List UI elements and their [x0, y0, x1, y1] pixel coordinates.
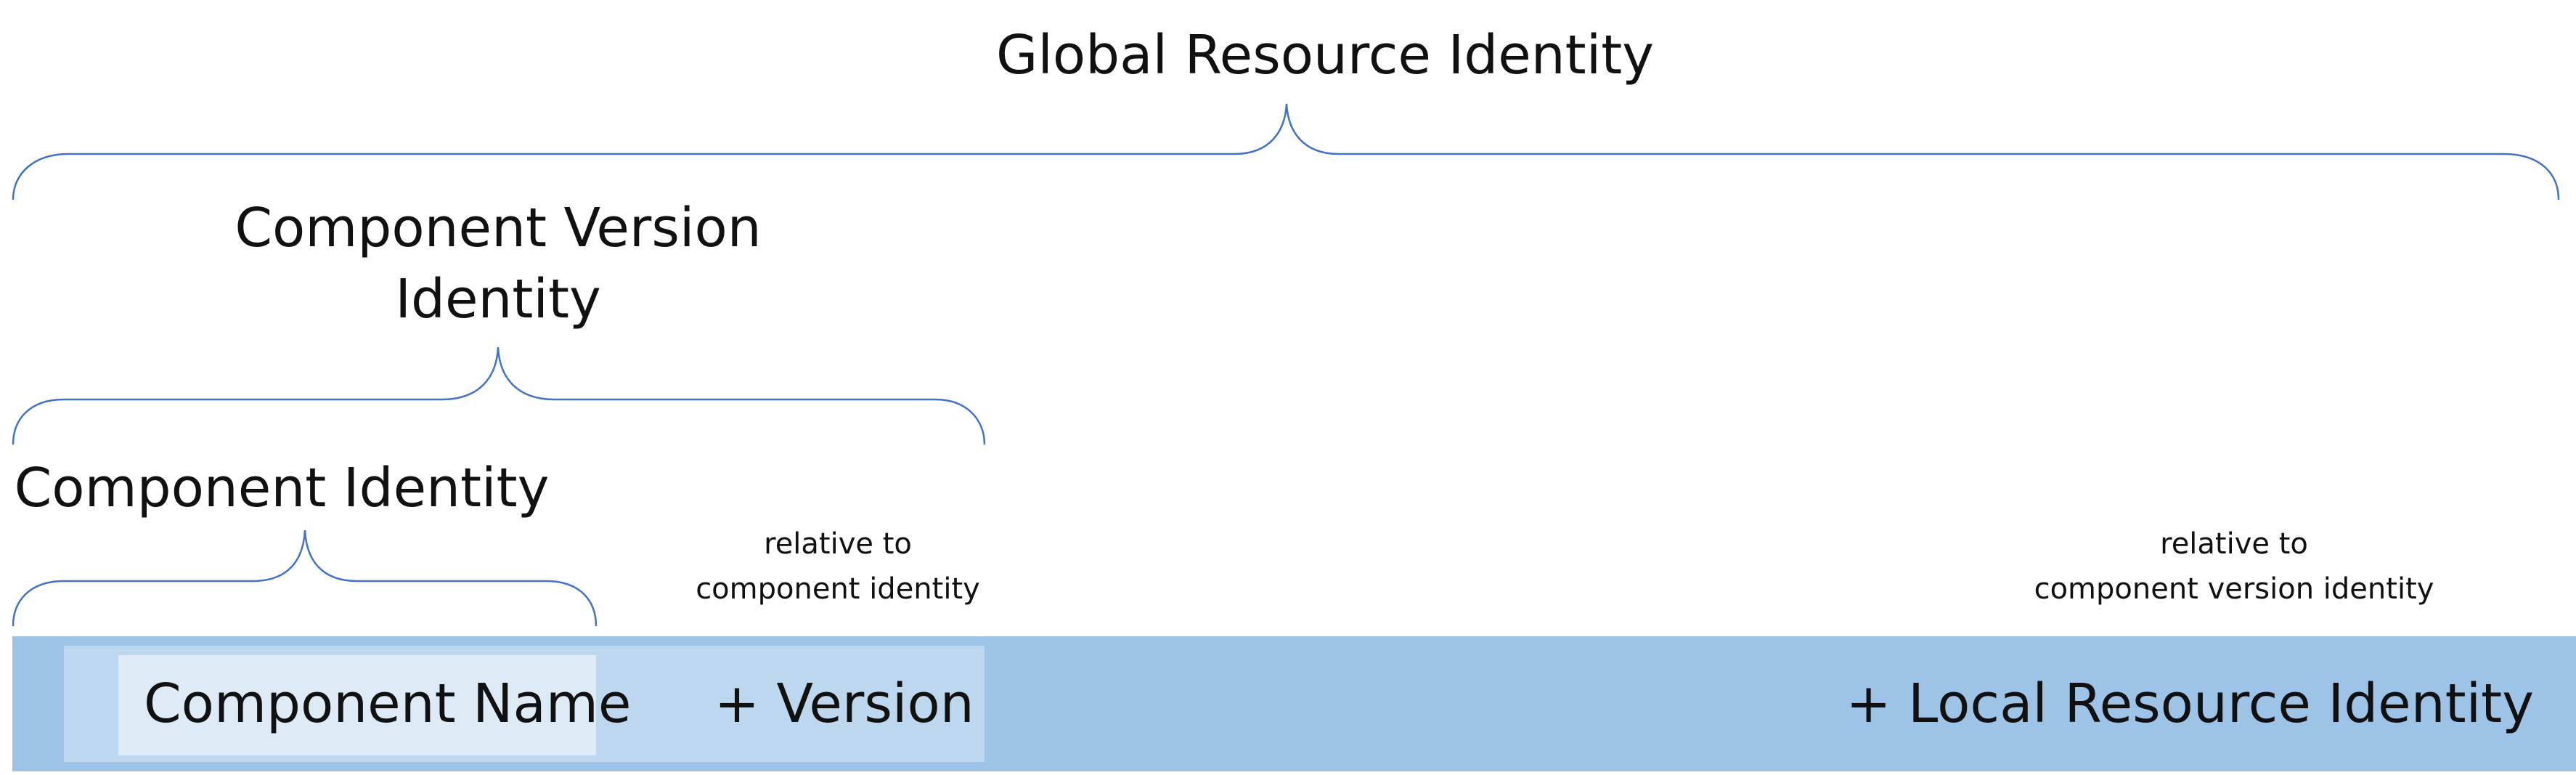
- local-resource-identity-text: + Local Resource Identity: [1846, 673, 2534, 735]
- relative-component-line1: relative to: [764, 527, 912, 561]
- relative-version-line1: relative to: [2160, 527, 2308, 561]
- component-version-identity-line1: Component Version: [235, 197, 762, 259]
- relative-component-line2: component identity: [696, 572, 980, 606]
- component-version-identity-brace: [12, 346, 986, 445]
- component-identity-brace: [12, 529, 598, 627]
- global-resource-identity-label: Global Resource Identity: [996, 20, 1654, 92]
- component-version-identity-label: Component Version Identity: [208, 193, 788, 335]
- component-version-identity-line2: Identity: [395, 267, 601, 330]
- global-resource-identity-brace: [12, 103, 2560, 200]
- component-name-box: [118, 655, 596, 755]
- component-identity-label: Component Identity: [0, 453, 563, 524]
- relative-version-line2: component version identity: [2034, 572, 2434, 606]
- component-identity-text: Component Identity: [14, 457, 550, 519]
- version-text: + Version: [714, 673, 974, 735]
- component-name-text: Component Name: [144, 673, 632, 735]
- relative-to-component-version-identity-note: relative to component version identity: [1944, 522, 2524, 612]
- relative-to-component-identity-note: relative to component identity: [620, 522, 1056, 612]
- global-resource-identity-text: Global Resource Identity: [996, 24, 1655, 86]
